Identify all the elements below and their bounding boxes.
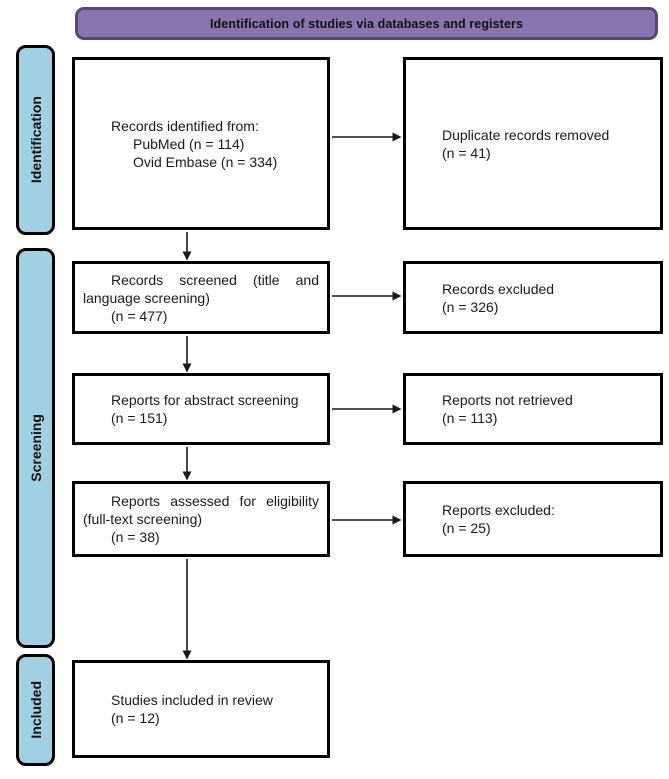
box-reports-abstract-screening: Reports for abstract screening (n = 151) bbox=[72, 373, 330, 445]
stage-label-text: Included bbox=[27, 681, 44, 739]
box-text-line: (n = 12) bbox=[111, 710, 160, 726]
box-text-line: Reports for abstract screening bbox=[111, 392, 299, 408]
box-reports-not-retrieved: Reports not retrieved (n = 113) bbox=[403, 373, 663, 445]
box-text-line: (n = 38) bbox=[111, 529, 160, 545]
stage-label-text: Screening bbox=[27, 414, 44, 482]
box-text-line: Records identified from: bbox=[111, 117, 259, 134]
stage-label-included: Included bbox=[16, 654, 55, 766]
box-text-line: PubMed (n = 114) bbox=[133, 135, 245, 152]
box-text-line: Reports assessed for eligibility (full-t… bbox=[83, 493, 319, 527]
box-reports-excluded: Reports excluded: (n = 25) bbox=[403, 481, 663, 557]
box-text-line: Reports excluded: bbox=[442, 502, 555, 518]
banner-identification-of-studies: Identification of studies via databases … bbox=[75, 7, 658, 40]
box-text-line: Reports not retrieved bbox=[442, 392, 573, 408]
box-records-identified: Records identified from: PubMed (n = 114… bbox=[72, 57, 330, 230]
box-text-line: Duplicate records removed bbox=[442, 126, 610, 143]
box-text-line: Ovid Embase (n = 334) bbox=[133, 153, 278, 170]
stage-label-screening: Screening bbox=[16, 248, 55, 648]
stage-label-text: Identification bbox=[27, 96, 44, 184]
box-text-line: (n = 477) bbox=[111, 307, 168, 324]
box-text-line: (n = 151) bbox=[111, 410, 168, 426]
stage-label-identification: Identification bbox=[16, 45, 55, 235]
box-text-line: (n = 326) bbox=[442, 298, 499, 315]
box-text-line: Records excluded bbox=[442, 280, 555, 297]
box-text-line: Records screened (title and language scr… bbox=[83, 271, 319, 306]
box-text-line: Studies included in review bbox=[111, 692, 273, 708]
box-text-line: (n = 25) bbox=[442, 520, 491, 536]
box-reports-assessed-eligibility: Reports assessed for eligibility (full-t… bbox=[72, 481, 330, 557]
box-studies-included: Studies included in review (n = 12) bbox=[72, 660, 330, 758]
banner-title: Identification of studies via databases … bbox=[209, 16, 524, 31]
box-records-screened: Records screened (title and language scr… bbox=[72, 261, 330, 334]
box-duplicate-records-removed: Duplicate records removed (n = 41) bbox=[403, 57, 663, 230]
box-records-excluded: Records excluded (n = 326) bbox=[403, 261, 663, 334]
box-text-line: (n = 113) bbox=[442, 410, 498, 426]
box-text-line: (n = 41) bbox=[442, 144, 491, 161]
